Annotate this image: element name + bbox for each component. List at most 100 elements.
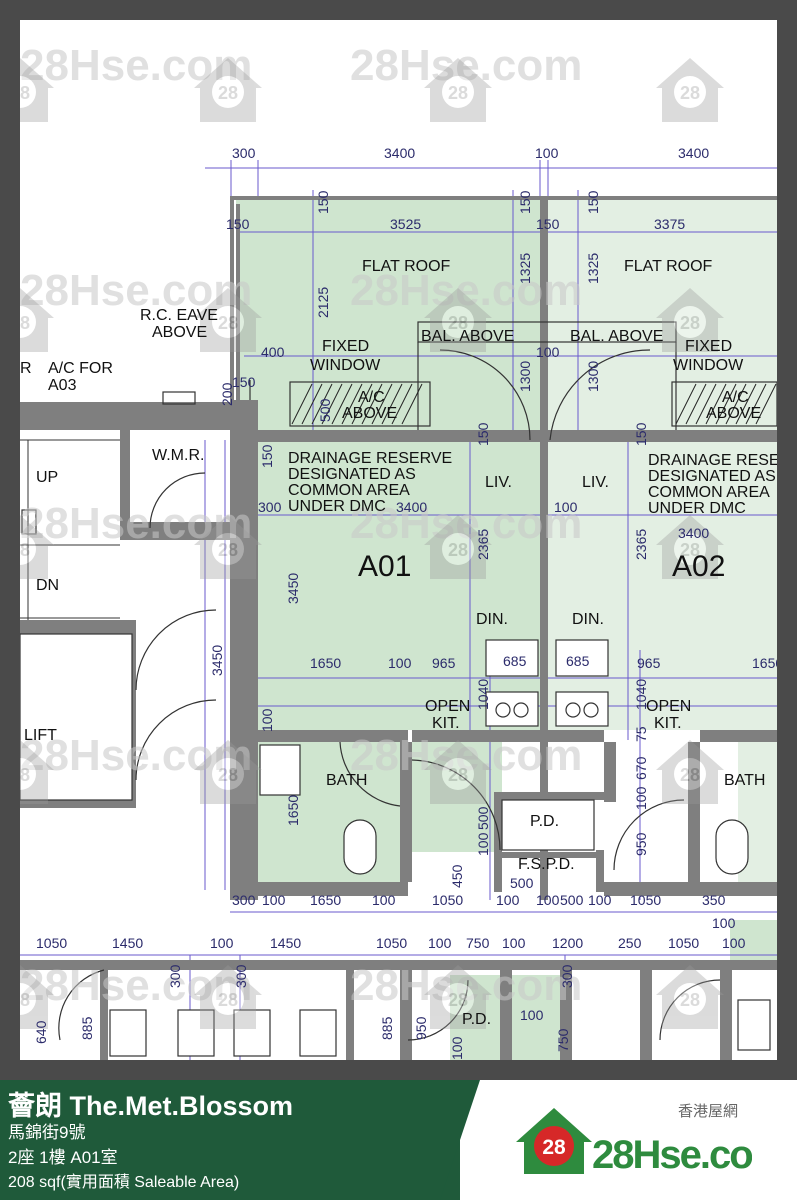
drainage-label: COMMON AREA (648, 484, 770, 501)
balcony-label: BAL. ABOVE (570, 328, 663, 345)
ac-above-label: A/C (358, 389, 385, 406)
dining-label: DIN. (572, 611, 604, 628)
dimension-label: 1650 (285, 795, 301, 826)
dimension-label: 150 (585, 190, 601, 214)
watermark-badge-number: 28 (680, 765, 700, 785)
rc-eave-label: ABOVE (152, 324, 207, 341)
watermark-house-icon: 28 (194, 515, 262, 579)
watermark-text: 28Hse.com (350, 731, 582, 780)
property-unit: 2座 1樓 A01室 (8, 1148, 118, 1167)
dimension-label: 1200 (552, 935, 583, 951)
watermark-house-icon: 28 (194, 58, 262, 122)
drainage-label: UNDER DMC (648, 500, 746, 517)
watermark-badge-number: 28 (20, 83, 30, 103)
watermark-house-icon: 28 (20, 515, 54, 579)
property-area: 208 sqf(實用面積 Saleable Area) (8, 1174, 240, 1191)
living-label: LIV. (485, 474, 512, 491)
fixtures (20, 509, 771, 1057)
dimension-label: 750 (466, 935, 490, 951)
fixed-window-label: WINDOW (310, 357, 381, 374)
dimension-label: 950 (633, 832, 649, 856)
ac-for-label: A03 (48, 377, 77, 394)
watermark-text: 28Hse.com (350, 266, 582, 315)
dimension-label: 685 (503, 653, 527, 669)
dimension-label: 100 (262, 892, 286, 908)
dimension-label: 150 (633, 422, 649, 446)
drainage-label: DESIGNATED AS (648, 468, 776, 485)
dimension-label: 100 (588, 892, 612, 908)
dimension-label: 950 (413, 1016, 429, 1040)
ac-hatch (291, 383, 777, 425)
watermark-badge-number: 28 (448, 765, 468, 785)
watermark-house-icon: 28 (194, 288, 262, 352)
dimension-label: 100 (712, 915, 736, 931)
dimension-label: 3450 (209, 645, 225, 676)
property-title: 薈朗 The.Met.Blossom (8, 1091, 294, 1121)
dimension-label: 640 (33, 1020, 49, 1044)
dimension-label: 3375 (654, 216, 685, 232)
watermark-house-icon: 28 (424, 288, 492, 352)
ac-above-label: ABOVE (706, 405, 761, 422)
watermarks: 28Hse.com 28Hse.com 28Hse.com 28Hse.com … (20, 41, 582, 1010)
dimension-label: 750 (555, 1028, 571, 1052)
watermark-text: 28Hse.com (20, 961, 252, 1010)
dimension-label: 300 (233, 964, 249, 988)
open-kitchen-label: KIT. (432, 715, 460, 732)
dimension-label: 400 (261, 344, 285, 360)
dimension-label: 150 (517, 190, 533, 214)
watermark-house-icon: 28 (656, 515, 724, 579)
house-icon: 28 (516, 1108, 592, 1174)
listing-info-panel: 薈朗 The.Met.Blossom 馬錦街9號 2座 1樓 A01室 208 … (0, 1080, 460, 1200)
drainage-label: UNDER DMC (288, 498, 386, 515)
watermark-house-icon: 28 (20, 288, 54, 352)
window-and-balcony-lines (162, 321, 777, 430)
watermark-badge-number: 28 (448, 313, 468, 333)
dimension-label: 100 (475, 832, 491, 856)
ac-above-label: A/C (722, 389, 749, 406)
watermark-badge-number: 28 (680, 990, 700, 1010)
watermark-house-icon: 28 (424, 740, 492, 804)
stairs (20, 439, 120, 620)
watermark-house-icon: 28 (194, 740, 262, 804)
dimension-label: 100 (536, 892, 560, 908)
watermark-badge-number: 28 (680, 540, 700, 560)
unit-label-a02: A02 (672, 550, 725, 583)
vertical-dimension-texts: 2125 1325 1325 1300 1300 150 150 150 150… (33, 190, 649, 1060)
brand-logo: 28 28Hse.com (516, 1108, 752, 1177)
open-kitchen-label: KIT. (654, 715, 682, 732)
property-address: 馬錦街9號 (8, 1123, 86, 1142)
dimension-label: 500 (560, 892, 584, 908)
ac-above-label: ABOVE (342, 405, 397, 422)
dimension-label: 1050 (432, 892, 463, 908)
dimension-label: 1650 (310, 892, 341, 908)
fire-pipe-duct-label: F.S.P.D. (518, 856, 575, 873)
dimension-label: 100 (449, 1036, 465, 1060)
watermark-badges: 2828282828282828282828282828282828282828 (20, 58, 724, 1029)
dimension-label: 300 (258, 499, 282, 515)
dimension-label: 885 (379, 1016, 395, 1040)
dimension-label: 1450 (112, 935, 143, 951)
dimension-label: 150 (232, 374, 256, 390)
dimension-label: 250 (618, 935, 642, 951)
floor-plan-sheet: 28Hse.com 28Hse.com 28Hse.com 28Hse.com … (20, 20, 777, 1060)
dimension-label: 100 (210, 935, 234, 951)
watermark-badge-number: 28 (20, 540, 30, 560)
open-kitchen-label: OPEN (425, 698, 470, 715)
dimension-label: 350 (702, 892, 726, 908)
watermark-house-icon: 28 (20, 740, 54, 804)
watermark-badge-number: 28 (448, 540, 468, 560)
rc-eave-label: R.C. EAVE (140, 307, 218, 324)
dimension-label: 150 (259, 444, 275, 468)
brand-wordmark: 28Hse.com (592, 1133, 752, 1177)
watermark-house-icon: 28 (656, 288, 724, 352)
dimension-label: 3400 (678, 525, 709, 541)
watermark-text: 28Hse.com (350, 499, 582, 548)
watermark-text: 28Hse.com (20, 731, 252, 780)
ac-for-label: A/C FOR (48, 360, 113, 377)
fixed-window-label: WINDOW (673, 357, 744, 374)
watermark-house-icon: 28 (194, 965, 262, 1029)
watermark-house-icon: 28 (656, 965, 724, 1029)
dimension-label: 300 (167, 964, 183, 988)
dimension-label: 150 (536, 216, 560, 232)
watermark-house-icon: 28 (656, 740, 724, 804)
